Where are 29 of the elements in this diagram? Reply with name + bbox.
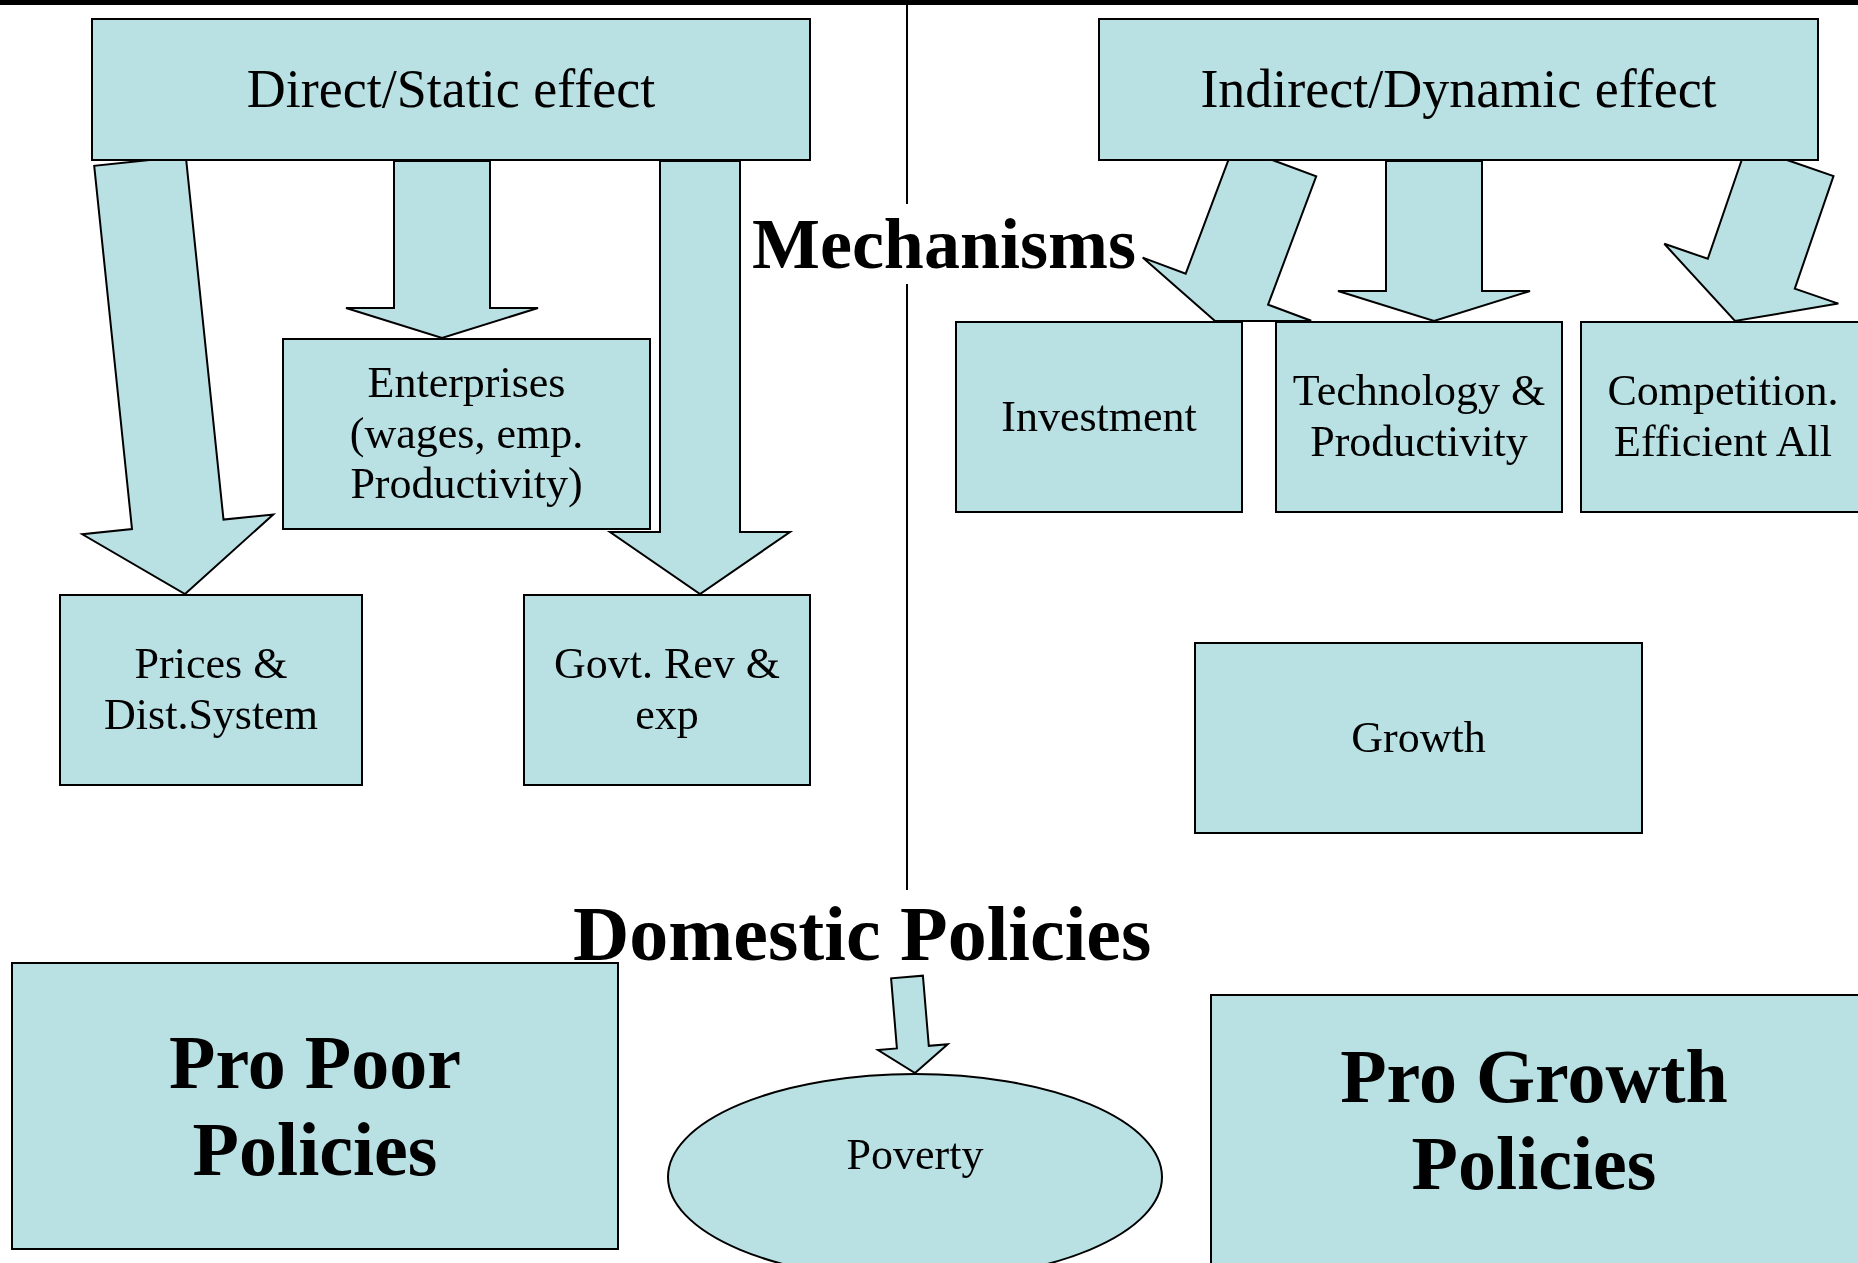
process-box (955, 321, 1243, 513)
node-text: Direct/Static effect (246, 58, 656, 121)
node-text: Technology & Productivity (1291, 366, 1547, 468)
process-box (1098, 18, 1819, 161)
section-heading: Domestic Policies (573, 895, 1152, 973)
node-text: Govt. Rev & exp (552, 639, 782, 741)
block-arrow (874, 974, 951, 1075)
node-text: Competition. Efficient All (1606, 366, 1840, 468)
node-text: Indirect/Dynamic effect (1200, 58, 1717, 121)
process-box (1580, 321, 1858, 513)
block-arrow (1337, 160, 1531, 323)
node-text: Enterprises (wages, emp. Productivity) (348, 358, 585, 510)
process-box (59, 594, 363, 786)
node-text: Growth (1351, 712, 1486, 764)
process-box (1275, 321, 1563, 513)
process-box (11, 962, 619, 1250)
node-text: Poverty (846, 1129, 984, 1181)
process-box (1210, 994, 1858, 1263)
node-text: Investment (1001, 391, 1197, 443)
section-heading: Mechanisms (752, 208, 1136, 280)
node-text: Pro Growth Policies (1339, 1032, 1729, 1207)
node-text: Pro Poor Policies (168, 1018, 462, 1193)
process-box (91, 18, 811, 161)
block-arrow (345, 160, 539, 340)
process-box (523, 594, 811, 786)
node-text: Prices & Dist.System (103, 639, 319, 741)
block-arrow (606, 160, 794, 596)
process-box (282, 338, 651, 530)
process-box (1194, 642, 1643, 834)
